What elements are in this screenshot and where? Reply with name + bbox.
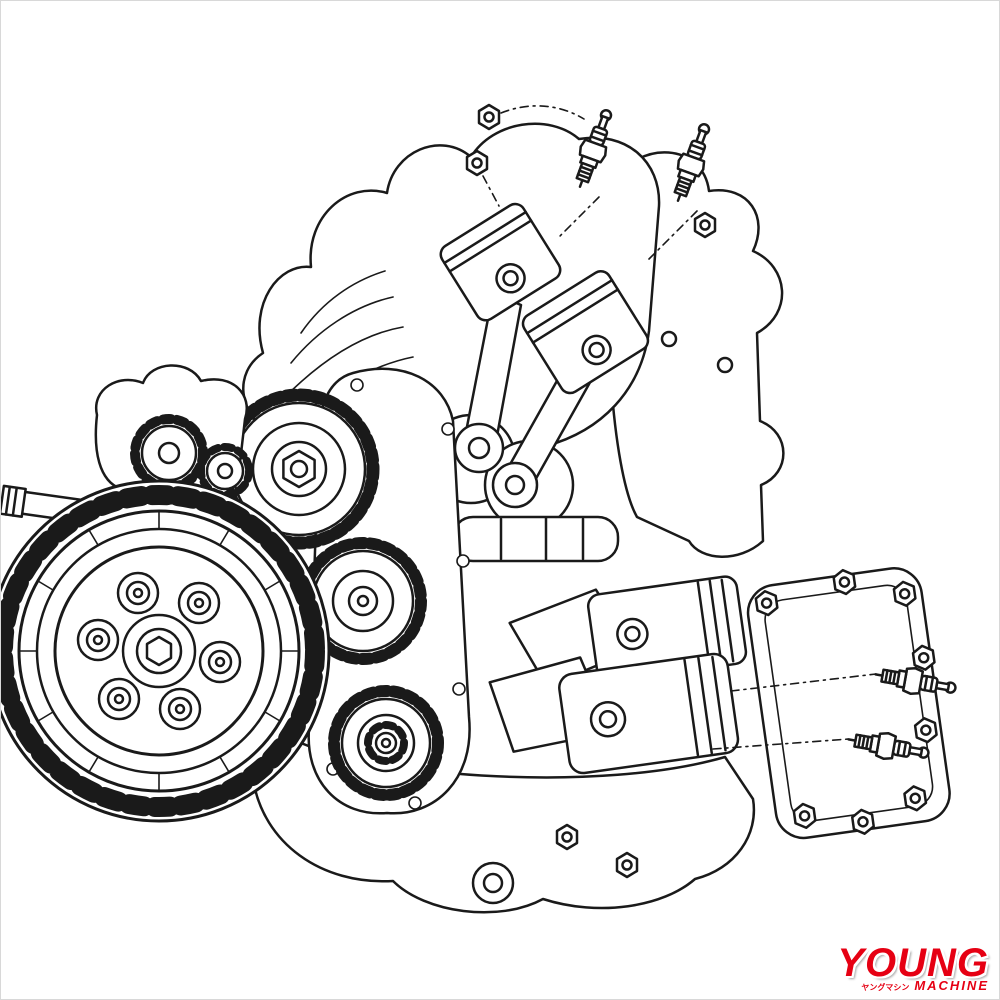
primary-gear xyxy=(218,388,380,550)
logo-katakana-text: ヤングマシン xyxy=(861,983,910,992)
young-machine-logo: YOUNG ヤングマシン MACHINE xyxy=(837,941,989,993)
output-gear xyxy=(328,685,444,801)
balance-shaft xyxy=(451,515,620,563)
clutch-assembly xyxy=(1,479,331,823)
logo-machine-text: MACHINE xyxy=(914,978,989,993)
clutch-plate-ticks xyxy=(18,510,300,792)
lower-cylinder-bank xyxy=(488,575,748,775)
right-end-cover xyxy=(746,567,951,840)
top-plug-leader-lines xyxy=(482,105,698,260)
upper-piston-rear xyxy=(521,270,650,395)
kickstart-assembly xyxy=(94,364,253,507)
logo-young-text: YOUNG xyxy=(837,941,989,985)
upper-piston-front xyxy=(439,202,562,322)
right-plug-leader-lines xyxy=(712,673,877,750)
clutch-spring-bolts xyxy=(76,571,242,731)
logo-subline: ヤングマシン MACHINE xyxy=(837,978,989,993)
